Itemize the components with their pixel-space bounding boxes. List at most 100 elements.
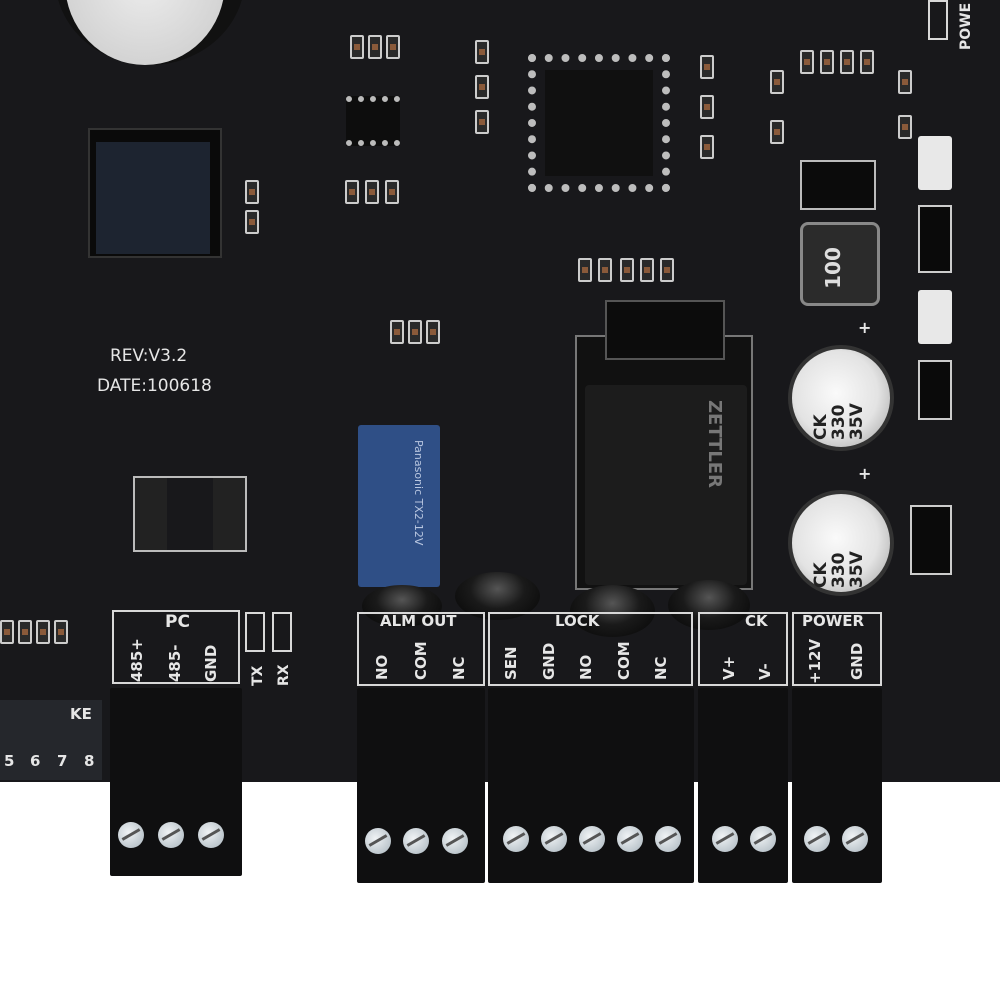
screw-terminal[interactable] — [750, 826, 776, 852]
capacitor-plus: + — [858, 464, 872, 483]
dip-switch[interactable] — [0, 700, 102, 780]
resistor — [800, 50, 814, 74]
rx-led — [272, 612, 292, 652]
resistor — [475, 110, 489, 134]
screw-terminal[interactable] — [541, 826, 567, 852]
screw-terminal[interactable] — [198, 822, 224, 848]
lock-power-title: CK — [745, 612, 768, 630]
resistor — [700, 95, 714, 119]
lock-title: LOCK — [555, 612, 600, 630]
resistor — [350, 35, 364, 59]
alarm-label-box — [357, 612, 485, 686]
inductor — [800, 222, 880, 306]
screw-terminal[interactable] — [842, 826, 868, 852]
resistor — [0, 620, 14, 644]
resistor — [345, 180, 359, 204]
tantalum-capacitor — [918, 290, 952, 344]
power-led-label: POWE — [958, 2, 974, 50]
diode — [910, 505, 952, 575]
revision-label: REV:V3.2 — [110, 346, 188, 366]
power-relay-label: ZETTLER — [704, 400, 725, 488]
microcontroller-body — [545, 70, 653, 176]
resistor — [640, 258, 654, 282]
resistor — [700, 55, 714, 79]
memory-chip-die — [96, 142, 210, 254]
lock-power-label-box — [698, 612, 788, 686]
microcontroller-chip — [528, 54, 670, 192]
electrolytic-capacitor — [788, 490, 894, 596]
tx-led — [245, 612, 265, 652]
electrolytic-capacitor — [788, 345, 894, 451]
pc-screws — [118, 822, 238, 852]
rx-label: RX — [276, 664, 292, 686]
diode — [918, 360, 952, 420]
resistor — [36, 620, 50, 644]
resistor — [408, 320, 422, 344]
lock-power-terminal-block[interactable] — [698, 688, 788, 883]
screw-terminal[interactable] — [804, 826, 830, 852]
resistor — [365, 180, 379, 204]
lock-power-screws — [712, 826, 792, 856]
connector-cap — [668, 580, 750, 630]
dip-number: 6 — [30, 752, 41, 770]
resistor — [245, 210, 259, 234]
resistor — [475, 75, 489, 99]
power-screws — [804, 826, 884, 856]
resistor — [598, 258, 612, 282]
smd-diode-row — [133, 476, 247, 552]
connector-cap — [362, 585, 442, 627]
resistor — [620, 258, 634, 282]
pc-title: PC — [165, 612, 190, 632]
dip-label: KE — [70, 705, 92, 723]
signal-relay-label: Panasonic TX2-12V — [412, 440, 425, 546]
screw-terminal[interactable] — [403, 828, 429, 854]
resistor — [368, 35, 382, 59]
tantalum-capacitor — [918, 136, 952, 190]
resistor — [660, 258, 674, 282]
resistor — [385, 180, 399, 204]
resistor — [54, 620, 68, 644]
screw-terminal[interactable] — [118, 822, 144, 848]
screw-terminal[interactable] — [655, 826, 681, 852]
jumper-header — [605, 300, 725, 360]
date-label: DATE:100618 — [97, 376, 212, 396]
connector-cap — [570, 585, 655, 637]
screw-terminal[interactable] — [503, 826, 529, 852]
power-led — [928, 0, 948, 40]
dip-number: 8 — [84, 752, 95, 770]
alarm-screws — [365, 828, 485, 858]
resistor — [426, 320, 440, 344]
resistor — [770, 70, 784, 94]
alarm-title: ALM OUT — [380, 612, 457, 630]
power-label-box — [792, 612, 882, 686]
resistor — [898, 115, 912, 139]
lock-label-box — [488, 612, 693, 686]
screw-terminal[interactable] — [365, 828, 391, 854]
power-terminal-block[interactable] — [792, 688, 882, 883]
power-title: POWER — [802, 612, 865, 630]
screw-terminal[interactable] — [712, 826, 738, 852]
dip-number: 5 — [4, 752, 15, 770]
resistor — [860, 50, 874, 74]
resistor — [386, 35, 400, 59]
resistor — [18, 620, 32, 644]
resistor — [898, 70, 912, 94]
resistor — [475, 40, 489, 64]
screw-terminal[interactable] — [158, 822, 184, 848]
dip-number: 7 — [57, 752, 68, 770]
screw-terminal[interactable] — [617, 826, 643, 852]
power-relay — [585, 385, 747, 585]
resistor — [578, 258, 592, 282]
voltage-regulator — [800, 160, 876, 210]
pc-label-box — [112, 610, 240, 684]
signal-relay — [358, 425, 440, 587]
lock-screws — [503, 826, 693, 856]
resistor — [820, 50, 834, 74]
resistor — [390, 320, 404, 344]
diode — [918, 205, 952, 273]
screw-terminal[interactable] — [442, 828, 468, 854]
tx-label: TX — [250, 665, 266, 686]
screw-terminal[interactable] — [579, 826, 605, 852]
resistor — [840, 50, 854, 74]
